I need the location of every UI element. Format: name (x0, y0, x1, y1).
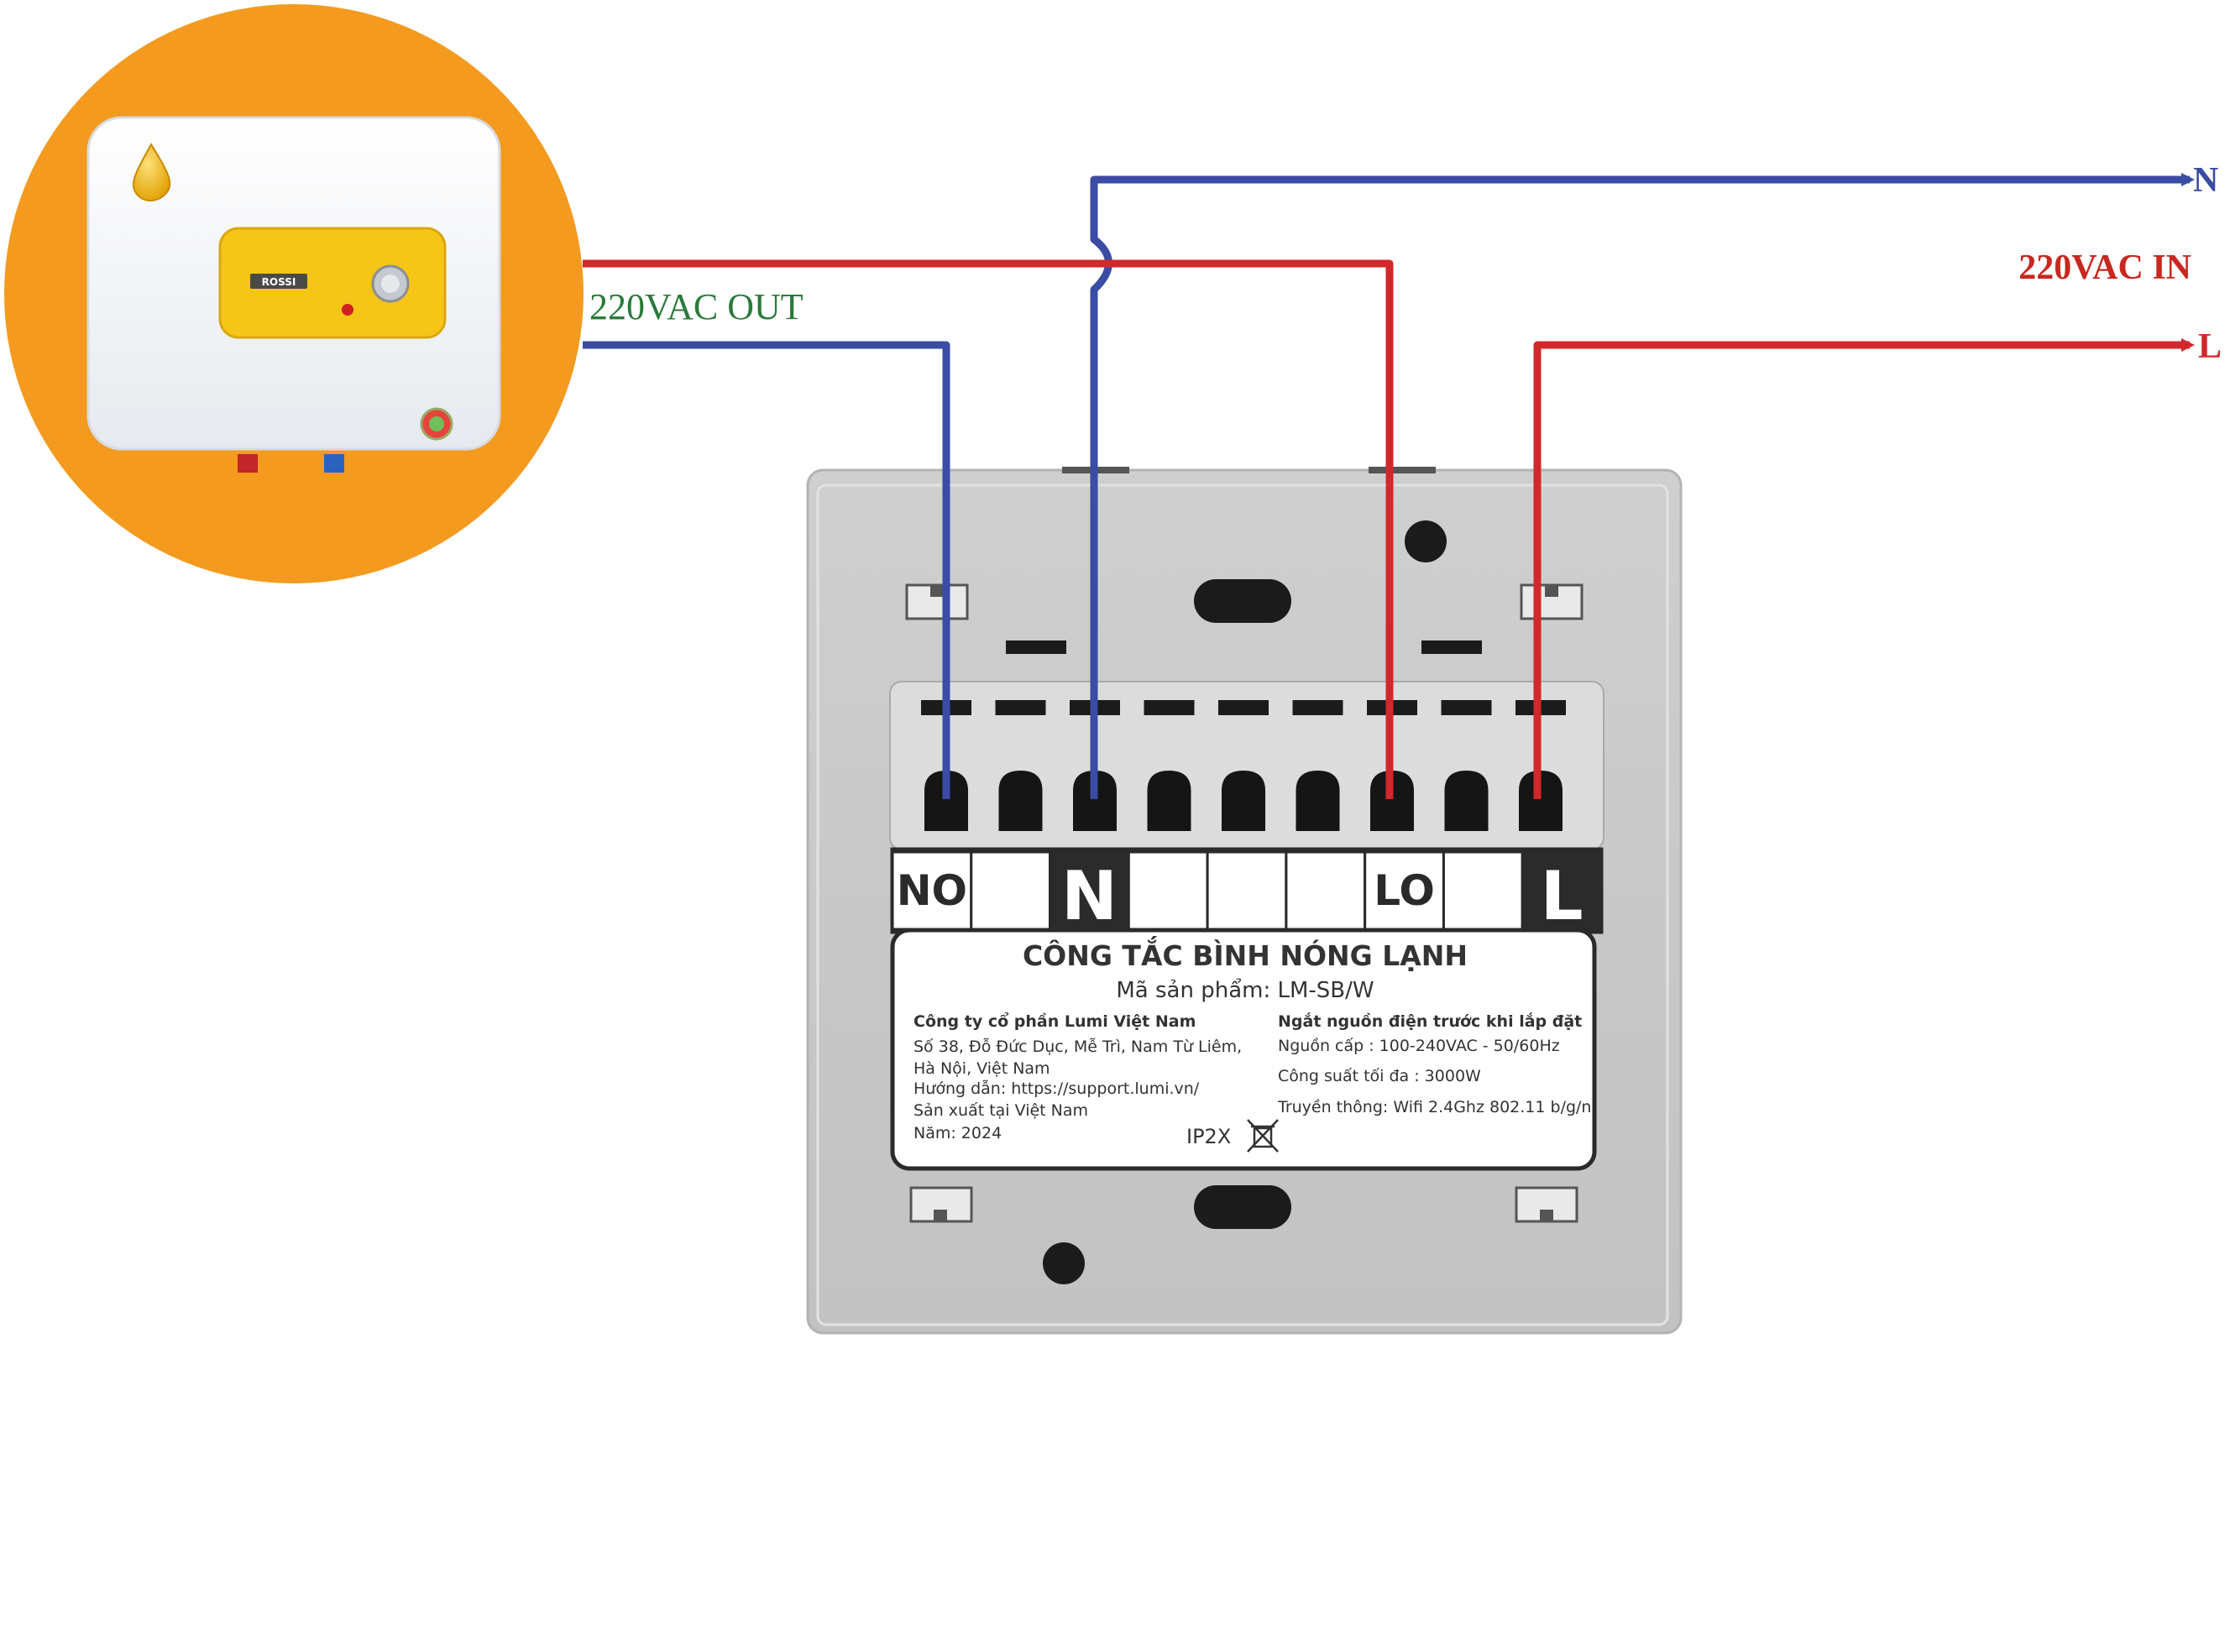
heater-brand-text: ROSSI (262, 276, 296, 288)
heater-indicator-light (342, 304, 353, 316)
terminal-screw (1519, 771, 1563, 831)
terminal-screw (1296, 771, 1340, 831)
power-supply-spec: Nguồn cấp : 100-240VAC - 50/60Hz (1278, 1037, 1560, 1055)
heater-control-panel (218, 227, 447, 339)
terminal-screw (1073, 771, 1117, 831)
wires (583, 173, 2195, 799)
product-model: Mã sản phẩm: LM-SB/W (1116, 977, 1374, 1003)
max-power-spec: Công suất tối đa : 3000W (1278, 1067, 1481, 1085)
switch-back-panel: NO N LO L CÔNG TẮC BÌNH NÓNG LẠNH Mã sản ph… (806, 467, 1683, 1335)
mounting-clip (909, 1186, 973, 1223)
panel-top-notch-right (1369, 467, 1436, 473)
mounting-slot (1194, 579, 1291, 623)
terminal-label-cell (1206, 850, 1288, 931)
live-label: L (2198, 327, 2222, 366)
communication-spec: Truyền thông: Wifi 2.4Ghz 802.11 b/g/n (1277, 1098, 1591, 1116)
terminal-label: NO (897, 866, 967, 915)
terminal-label-cell (970, 850, 1052, 931)
ac-output-label: 220VAC OUT (589, 286, 804, 327)
terminal-label-cell (1049, 850, 1130, 931)
heater-neutral-wire (583, 341, 950, 799)
terminal-screw (1370, 771, 1414, 831)
product-title: CÔNG TẮC BÌNH NÓNG LẠNH (1023, 935, 1468, 972)
cold-water-pipe (324, 454, 344, 473)
terminal-label-cell (891, 850, 973, 931)
screw-hole (1043, 1242, 1085, 1284)
manufacture-year: Năm: 2024 (913, 1124, 1002, 1142)
panel-mark (1006, 640, 1066, 654)
water-drop-icon (132, 142, 171, 201)
water-heater: ROSSI (4, 4, 584, 583)
screw-hole (1405, 520, 1447, 562)
ac-input-label: 220VAC IN (2018, 248, 2191, 287)
live-arrow (2181, 338, 2195, 352)
terminal-label: L (1541, 857, 1584, 935)
ip-rating: IP2X (1186, 1125, 1231, 1148)
terminal-label-cell (1442, 850, 1524, 931)
company-address-line2: Hà Nội, Việt Nam (913, 1059, 1050, 1078)
terminal-screw (1147, 771, 1191, 831)
terminal-screw (998, 771, 1043, 831)
live-input-wire (1533, 341, 2190, 799)
neutral-arrow (2181, 173, 2195, 186)
mounting-slot (1194, 1185, 1291, 1229)
terminal-screw (924, 771, 968, 831)
support-guide: Hướng dẫn: https://support.lumi.vn/ (913, 1079, 1200, 1098)
terminal-slot (1144, 700, 1195, 715)
terminal-slot (995, 700, 1046, 715)
heater-live-wire (583, 259, 1394, 799)
knob-center (381, 274, 400, 293)
terminal-screw (1222, 771, 1265, 831)
hot-water-pipe (238, 454, 258, 473)
mounting-clip (1520, 583, 1584, 620)
terminal-slot (1292, 700, 1343, 715)
terminal-slot (1218, 700, 1269, 715)
terminal-screw (1444, 771, 1489, 831)
terminal-slot (1441, 700, 1492, 715)
info-sticker (890, 928, 1597, 1171)
terminal-label: LO (1374, 866, 1435, 915)
terminal-label-strip: NO N LO L (890, 847, 1604, 935)
made-in: Sản xuất tại Việt Nam (913, 1101, 1088, 1120)
company-name: Công ty cổ phần Lumi Việt Nam (913, 1012, 1196, 1031)
terminal-label-cell (1285, 850, 1367, 931)
mounting-clip (1515, 1186, 1578, 1223)
terminal-label-cell (1127, 850, 1209, 931)
install-warning: Ngắt nguồn điện trước khi lắp đặt (1278, 1012, 1582, 1031)
mounting-clip (905, 583, 969, 620)
terminal-label: N (1061, 857, 1118, 935)
badge-center (429, 416, 444, 431)
weee-bin-icon (1247, 1119, 1279, 1153)
terminal-label-cell (1521, 850, 1603, 931)
panel-inner-edge (816, 484, 1669, 1326)
neutral-label: N (2193, 161, 2218, 200)
panel-mark (1421, 640, 1482, 654)
terminal-row (921, 700, 1566, 831)
heater-brand-plate (250, 274, 307, 289)
company-address-line1: Số 38, Đỗ Đức Dục, Mễ Trì, Nam Từ Liêm, (913, 1037, 1242, 1056)
